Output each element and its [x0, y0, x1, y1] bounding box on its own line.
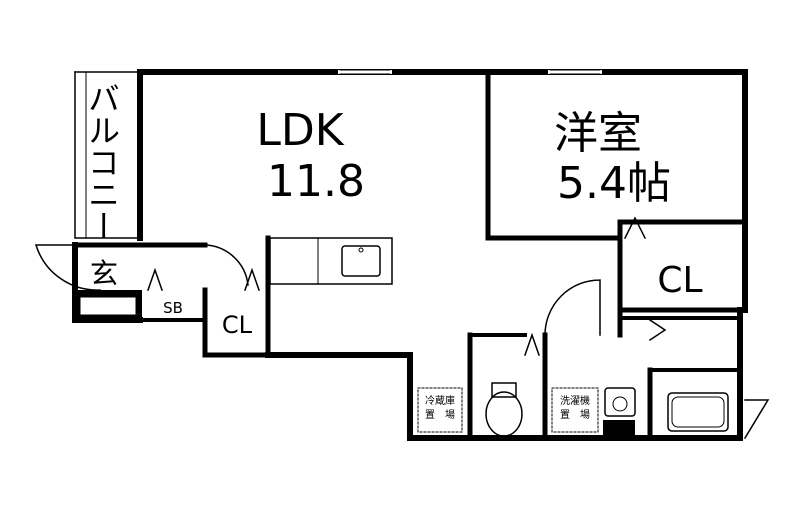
- bath-door[interactable]: [743, 399, 770, 440]
- bathtub: [667, 392, 729, 432]
- closet-main-label: CL: [657, 260, 702, 301]
- washer-space: [551, 387, 599, 433]
- shoe-box-wall: [75, 292, 141, 320]
- balcony-rail: [74, 71, 141, 239]
- western-room-size: 5.4帖: [557, 158, 671, 209]
- cl-main-doors[interactable]: [623, 216, 647, 240]
- fridge-label-2: 置 場: [425, 408, 455, 421]
- shoe-box-label: SB: [163, 299, 183, 317]
- wall-closet-small: [202, 235, 271, 358]
- cl-small-door[interactable]: [244, 267, 260, 291]
- toilet-tank: [491, 382, 517, 398]
- wall-bottom: [265, 352, 743, 441]
- fridge-label-1: 冷蔵庫: [425, 394, 455, 407]
- balcony-label: バルコニー: [83, 82, 121, 242]
- wash-basin: [604, 387, 636, 417]
- entrance-door-2[interactable]: [204, 244, 249, 286]
- bath-partition-door[interactable]: [648, 318, 667, 342]
- closet-small-label: CL: [222, 311, 253, 339]
- western-room-label: 洋室: [554, 108, 642, 159]
- entrance-door[interactable]: [35, 244, 101, 291]
- washroom-door[interactable]: [544, 279, 601, 336]
- sb-door[interactable]: [147, 267, 163, 291]
- wall-top: [137, 69, 748, 225]
- entrance-label: 玄: [90, 257, 118, 290]
- basin-bowl: [612, 396, 628, 412]
- wall-western-bottom: [485, 219, 748, 241]
- washer-drain: [603, 420, 635, 438]
- toilet-door[interactable]: [524, 332, 540, 356]
- toilet-bowl: [485, 391, 523, 437]
- ldk-size: 11.8: [267, 156, 365, 207]
- bathtub-inner: [671, 396, 725, 428]
- ldk-label: LDK: [256, 105, 344, 156]
- wall-entrance-left: [72, 242, 143, 323]
- washer-label-2: 置 場: [560, 408, 590, 421]
- fridge-space: [417, 387, 463, 433]
- kitchen-sink: [341, 245, 381, 277]
- washer-label-1: 洗濯機: [560, 394, 590, 407]
- kitchen-faucet: [358, 247, 364, 253]
- kitchen-counter: [269, 237, 393, 285]
